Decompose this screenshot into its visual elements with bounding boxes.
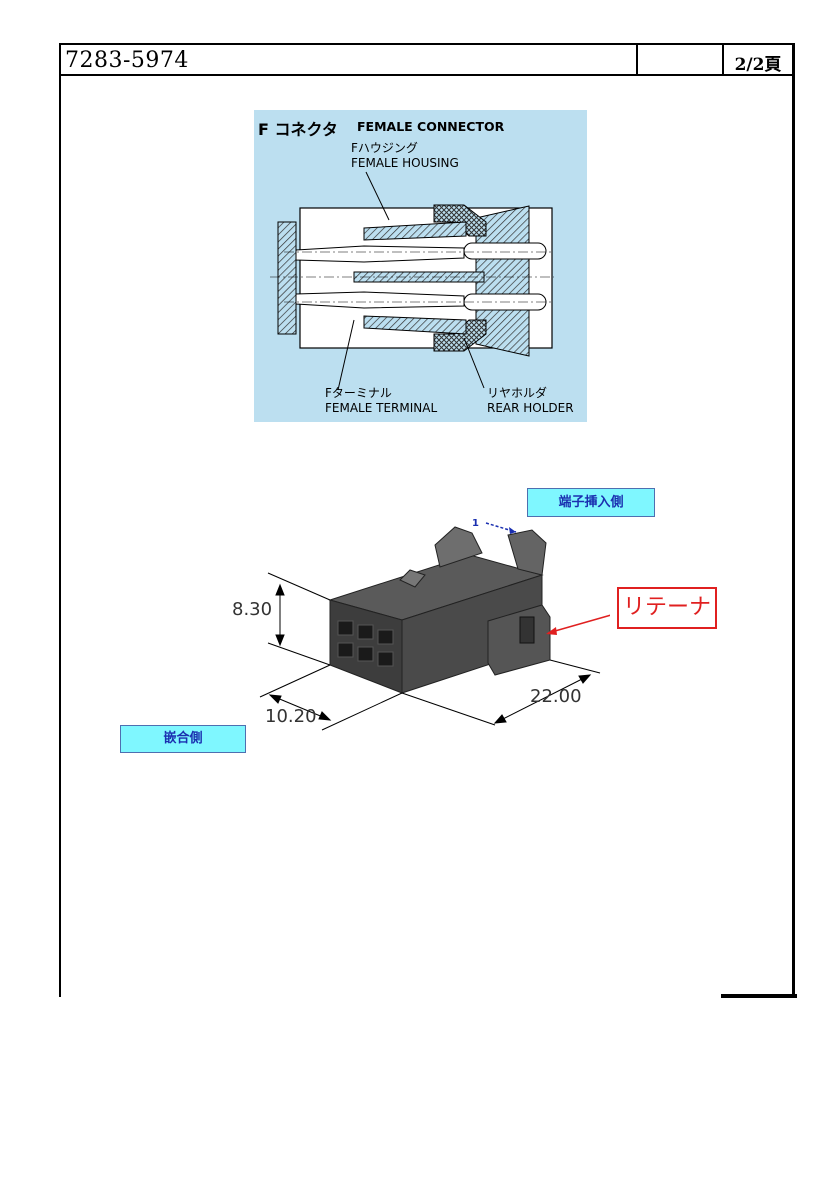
page-frame: [59, 43, 795, 997]
terminal-label-jp: Fターミナル: [325, 386, 392, 400]
connector-image: [259, 526, 610, 731]
cross-section-drawing: [270, 171, 554, 391]
housing-label-en: FEMALE HOUSING: [351, 156, 459, 170]
figure-title-en: FEMALE CONNECTOR: [357, 119, 505, 134]
figure-title-jp: F コネクタ: [258, 120, 338, 139]
housing-label-jp: Fハウジング: [351, 141, 418, 155]
mating-side-badge: 嵌合側: [120, 725, 246, 753]
width-dimension: 10.20: [265, 706, 317, 727]
cell-divider: [722, 45, 724, 74]
cell-divider: [636, 45, 638, 74]
page-bottom-mark: [721, 994, 797, 998]
pin-start-number: 1: [472, 518, 479, 529]
length-dimension: 22.00: [530, 686, 582, 707]
cross-section-figure: F コネクタ FEMALE CONNECTOR Fハウジング FEMALE HO…: [254, 110, 587, 422]
holder-label-jp: リヤホルダ: [487, 386, 548, 400]
retainer-callout: リテーナ: [617, 587, 717, 629]
height-dimension: 8.30: [232, 599, 273, 620]
page-number: 2/2頁: [734, 55, 782, 75]
terminal-insertion-side-badge: 端子挿入側: [527, 488, 655, 517]
pin-direction-arrow: [485, 522, 517, 534]
document-number: 7283-5974: [65, 48, 189, 73]
title-block: 7283-5974 2/2頁: [61, 45, 792, 76]
holder-label-en: REAR HOLDER: [487, 401, 574, 415]
terminal-label-en: FEMALE TERMINAL: [325, 401, 438, 415]
